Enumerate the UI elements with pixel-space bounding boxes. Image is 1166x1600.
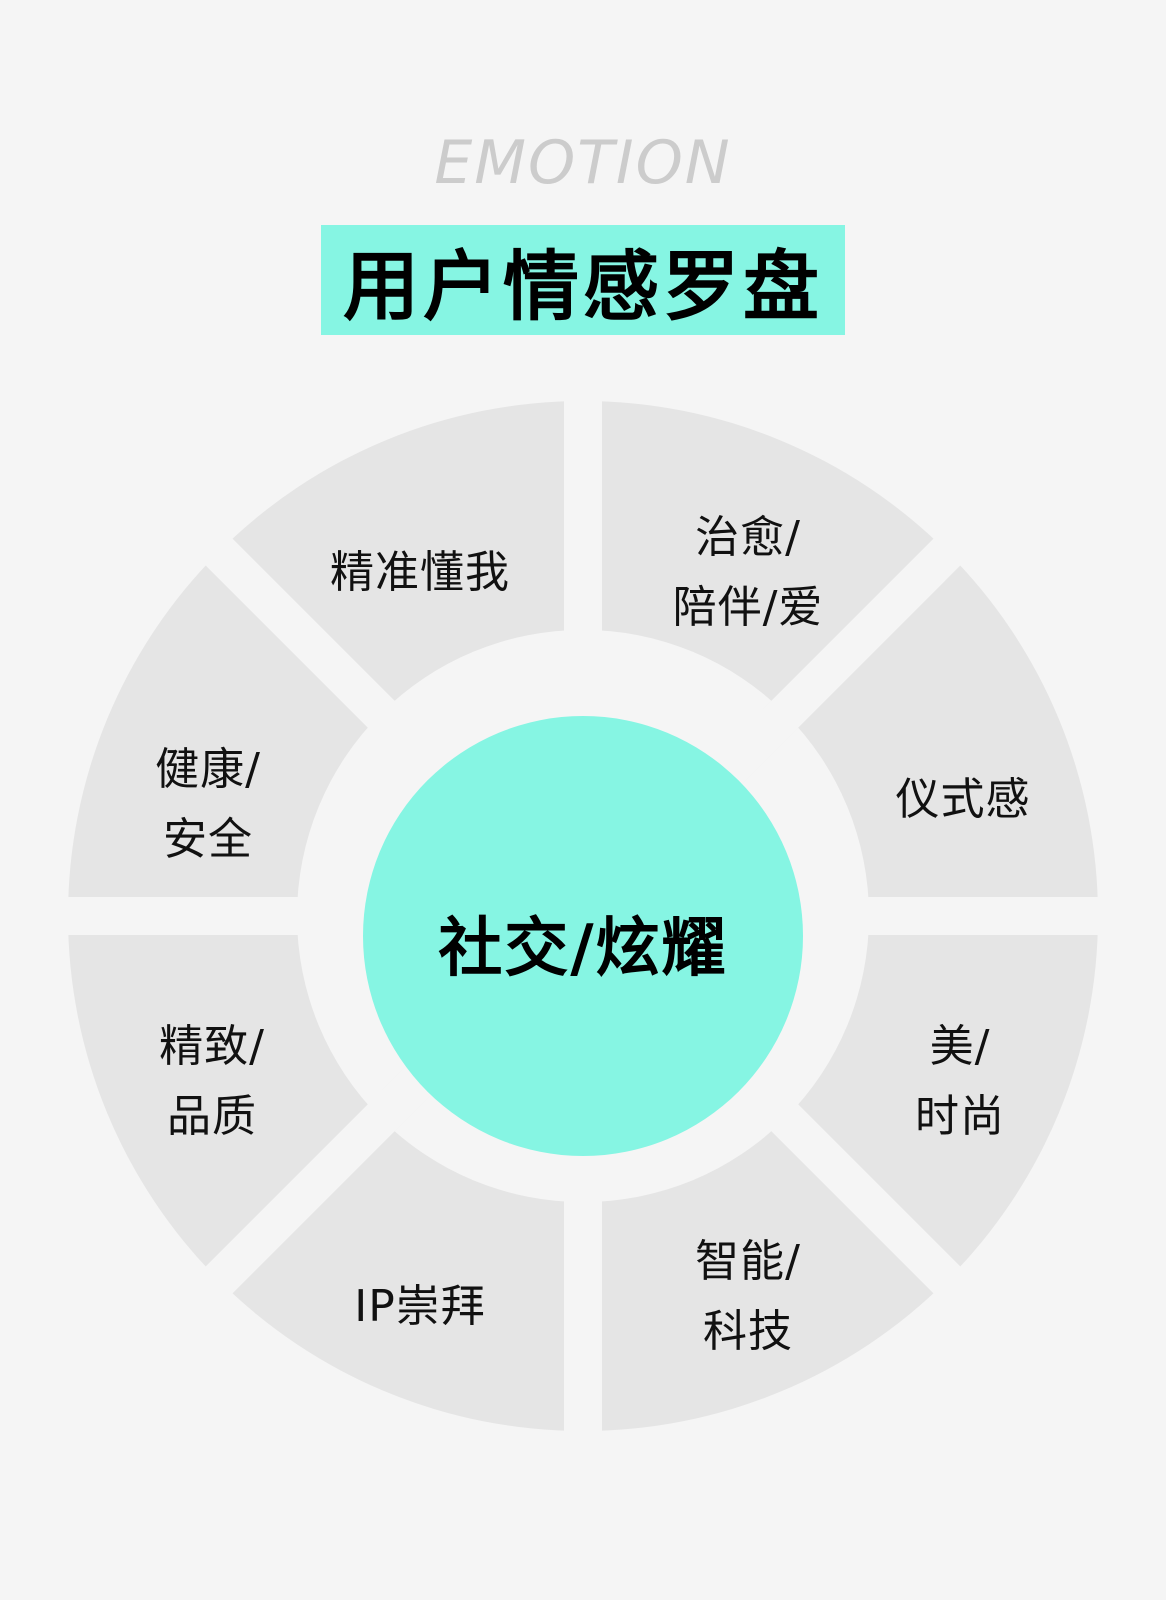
segment-label-precise: 精准懂我 — [330, 547, 510, 598]
segment-label-ritual: 仪式感 — [895, 774, 1031, 825]
segment-label-tech: 智能/ 科技 — [695, 1236, 801, 1357]
title-banner: 用户情感罗盘 — [321, 225, 845, 335]
segment-label-ip: IP崇拜 — [354, 1281, 486, 1332]
segment-label-healing: 治愈/ 陪伴/爱 — [672, 512, 824, 633]
segment-label-quality: 精致/ 品质 — [159, 1021, 265, 1142]
page-title: 用户情感罗盘 — [343, 242, 823, 331]
segment-label-health: 健康/ 安全 — [155, 744, 261, 865]
center-label: 社交/炫耀 — [438, 912, 728, 986]
eyebrow-text: EMOTION — [434, 128, 732, 198]
segment-label-beauty: 美/ 时尚 — [915, 1021, 1005, 1142]
center-circle — [363, 716, 803, 1156]
